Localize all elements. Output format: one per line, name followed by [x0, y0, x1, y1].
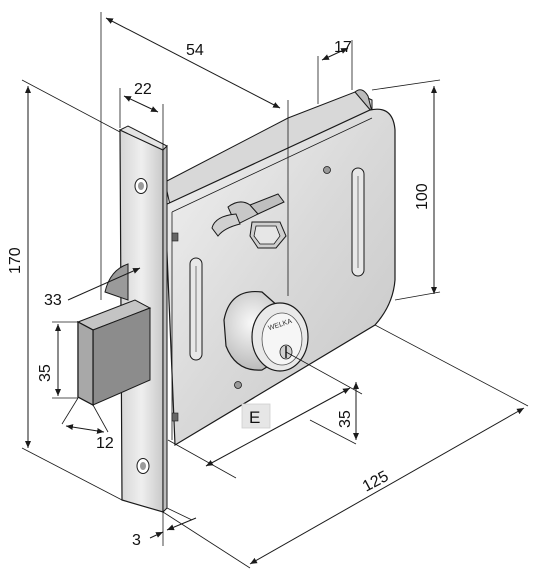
thumb-turn-knob	[211, 193, 287, 249]
dimension-12: 12	[61, 397, 114, 452]
dim-label-12: 12	[96, 435, 114, 452]
dim-label-35-cylinder: 35	[337, 410, 354, 428]
dim-label-100: 100	[414, 183, 431, 210]
lock-cylinder: WELKA	[223, 290, 309, 372]
dim-label-125: 125	[360, 468, 392, 496]
dimension-33: 33	[44, 267, 141, 309]
dim-label-33: 33	[44, 292, 62, 309]
dim-label-17: 17	[334, 39, 352, 56]
lock-body	[164, 89, 396, 447]
dimension-22: 22	[119, 81, 164, 168]
dimension-100: 100	[371, 79, 441, 301]
dimension-35-bolt: 35	[37, 321, 78, 399]
dimension-35-cylinder: 35	[167, 351, 363, 479]
dimension-54: 54	[100, 12, 289, 300]
dim-label-170: 170	[7, 247, 24, 274]
backset-e-label: E	[241, 403, 271, 429]
dimension-3: 3	[132, 507, 197, 549]
label-e: E	[249, 408, 260, 427]
dim-label-35-bolt: 35	[37, 364, 54, 382]
dimension-17: 17	[317, 39, 353, 104]
dimension-170: 170	[7, 79, 123, 501]
dim-label-54: 54	[186, 42, 204, 59]
dim-label-22: 22	[134, 81, 152, 98]
dim-label-3: 3	[132, 532, 141, 549]
